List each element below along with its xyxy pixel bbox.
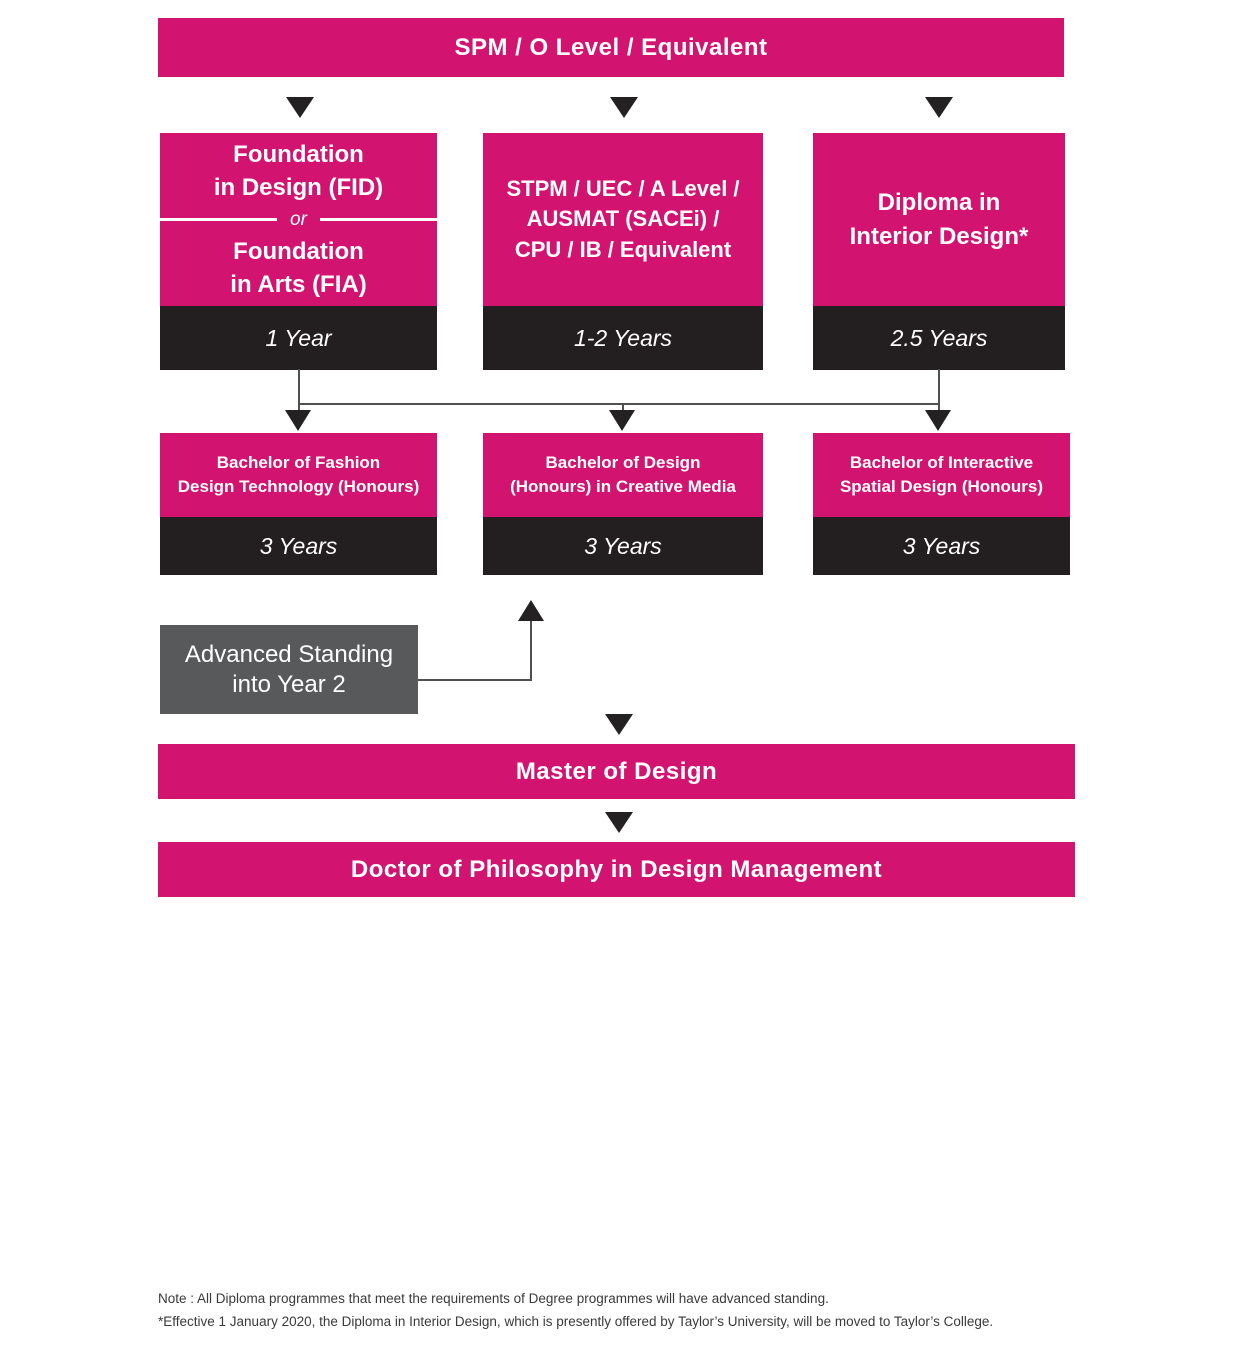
footnote-effective-date: *Effective 1 January 2020, the Diploma i… <box>158 1313 994 1329</box>
arrow-down-icon <box>925 410 951 431</box>
foundation-box-body: Foundation in Design (FID) or Foundation… <box>160 133 437 306</box>
connector-line <box>530 620 532 681</box>
stpm-box-body: STPM / UEC / A Level / AUSMAT (SACEi) / … <box>483 133 763 306</box>
entry-qualification-banner: SPM / O Level / Equivalent <box>158 18 1064 77</box>
arrow-down-icon <box>605 714 633 735</box>
duration-label: 3 Years <box>813 517 1070 575</box>
connector-line <box>938 403 940 413</box>
stpm-title: STPM / UEC / A Level / AUSMAT (SACEi) / … <box>506 175 740 262</box>
diploma-box-body: Diploma in Interior Design* <box>813 133 1065 306</box>
stpm-equivalent-box: STPM / UEC / A Level / AUSMAT (SACEi) / … <box>483 133 763 370</box>
diploma-interior-design-box: Diploma in Interior Design* 2.5 Years <box>813 133 1065 370</box>
connector-line <box>938 369 940 405</box>
diploma-title: Diploma in Interior Design* <box>849 189 1029 250</box>
arrow-down-icon <box>286 97 314 118</box>
bachelor-design-title: Bachelor of Design (Honours) in Creative… <box>510 452 736 496</box>
footnote-diploma-advanced-standing: Note : All Diploma programmes that meet … <box>158 1291 829 1306</box>
bachelor-fashion-box: Bachelor of Fashion Design Technology (H… <box>160 433 437 575</box>
duration-label: 2.5 Years <box>813 306 1065 370</box>
bachelor-fashion-title: Bachelor of Fashion Design Technology (H… <box>177 452 420 496</box>
foundation-box: Foundation in Design (FID) or Foundation… <box>160 133 437 370</box>
bachelor-fashion-body: Bachelor of Fashion Design Technology (H… <box>160 433 437 517</box>
connector-line <box>298 403 940 405</box>
duration-label: 1 Year <box>160 306 437 370</box>
connector-line <box>298 403 300 413</box>
foundation-design-title: Foundation in Design (FID) <box>213 141 384 202</box>
divider-line <box>319 218 437 221</box>
bachelor-design-body: Bachelor of Design (Honours) in Creative… <box>483 433 763 517</box>
arrow-down-icon <box>925 97 953 118</box>
master-of-design-banner: Master of Design <box>158 744 1075 799</box>
phd-design-management-banner: Doctor of Philosophy in Design Managemen… <box>158 842 1075 897</box>
connector-line <box>622 403 624 413</box>
connector-line <box>298 369 300 405</box>
arrow-up-icon <box>518 600 544 621</box>
bachelor-interactive-spatial-title: Bachelor of Interactive Spatial Design (… <box>839 452 1044 496</box>
arrow-down-icon <box>610 97 638 118</box>
bachelor-design-box: Bachelor of Design (Honours) in Creative… <box>483 433 763 575</box>
bachelor-interactive-spatial-box: Bachelor of Interactive Spatial Design (… <box>813 433 1070 575</box>
duration-label: 3 Years <box>160 517 437 575</box>
duration-label: 1-2 Years <box>483 306 763 370</box>
or-label: or <box>290 208 307 230</box>
or-divider: or <box>160 209 437 231</box>
arrow-down-icon <box>605 812 633 833</box>
bachelor-interactive-spatial-body: Bachelor of Interactive Spatial Design (… <box>813 433 1070 517</box>
footnotes: Note : All Diploma programmes that meet … <box>158 1288 1158 1334</box>
advanced-standing-box: Advanced Standing into Year 2 <box>160 625 418 714</box>
arrow-down-icon <box>285 410 311 431</box>
duration-label: 3 Years <box>483 517 763 575</box>
arrow-down-icon <box>609 410 635 431</box>
divider-line <box>160 218 278 221</box>
connector-line <box>418 679 531 681</box>
foundation-arts-title: Foundation in Arts (FIA) <box>230 237 367 298</box>
